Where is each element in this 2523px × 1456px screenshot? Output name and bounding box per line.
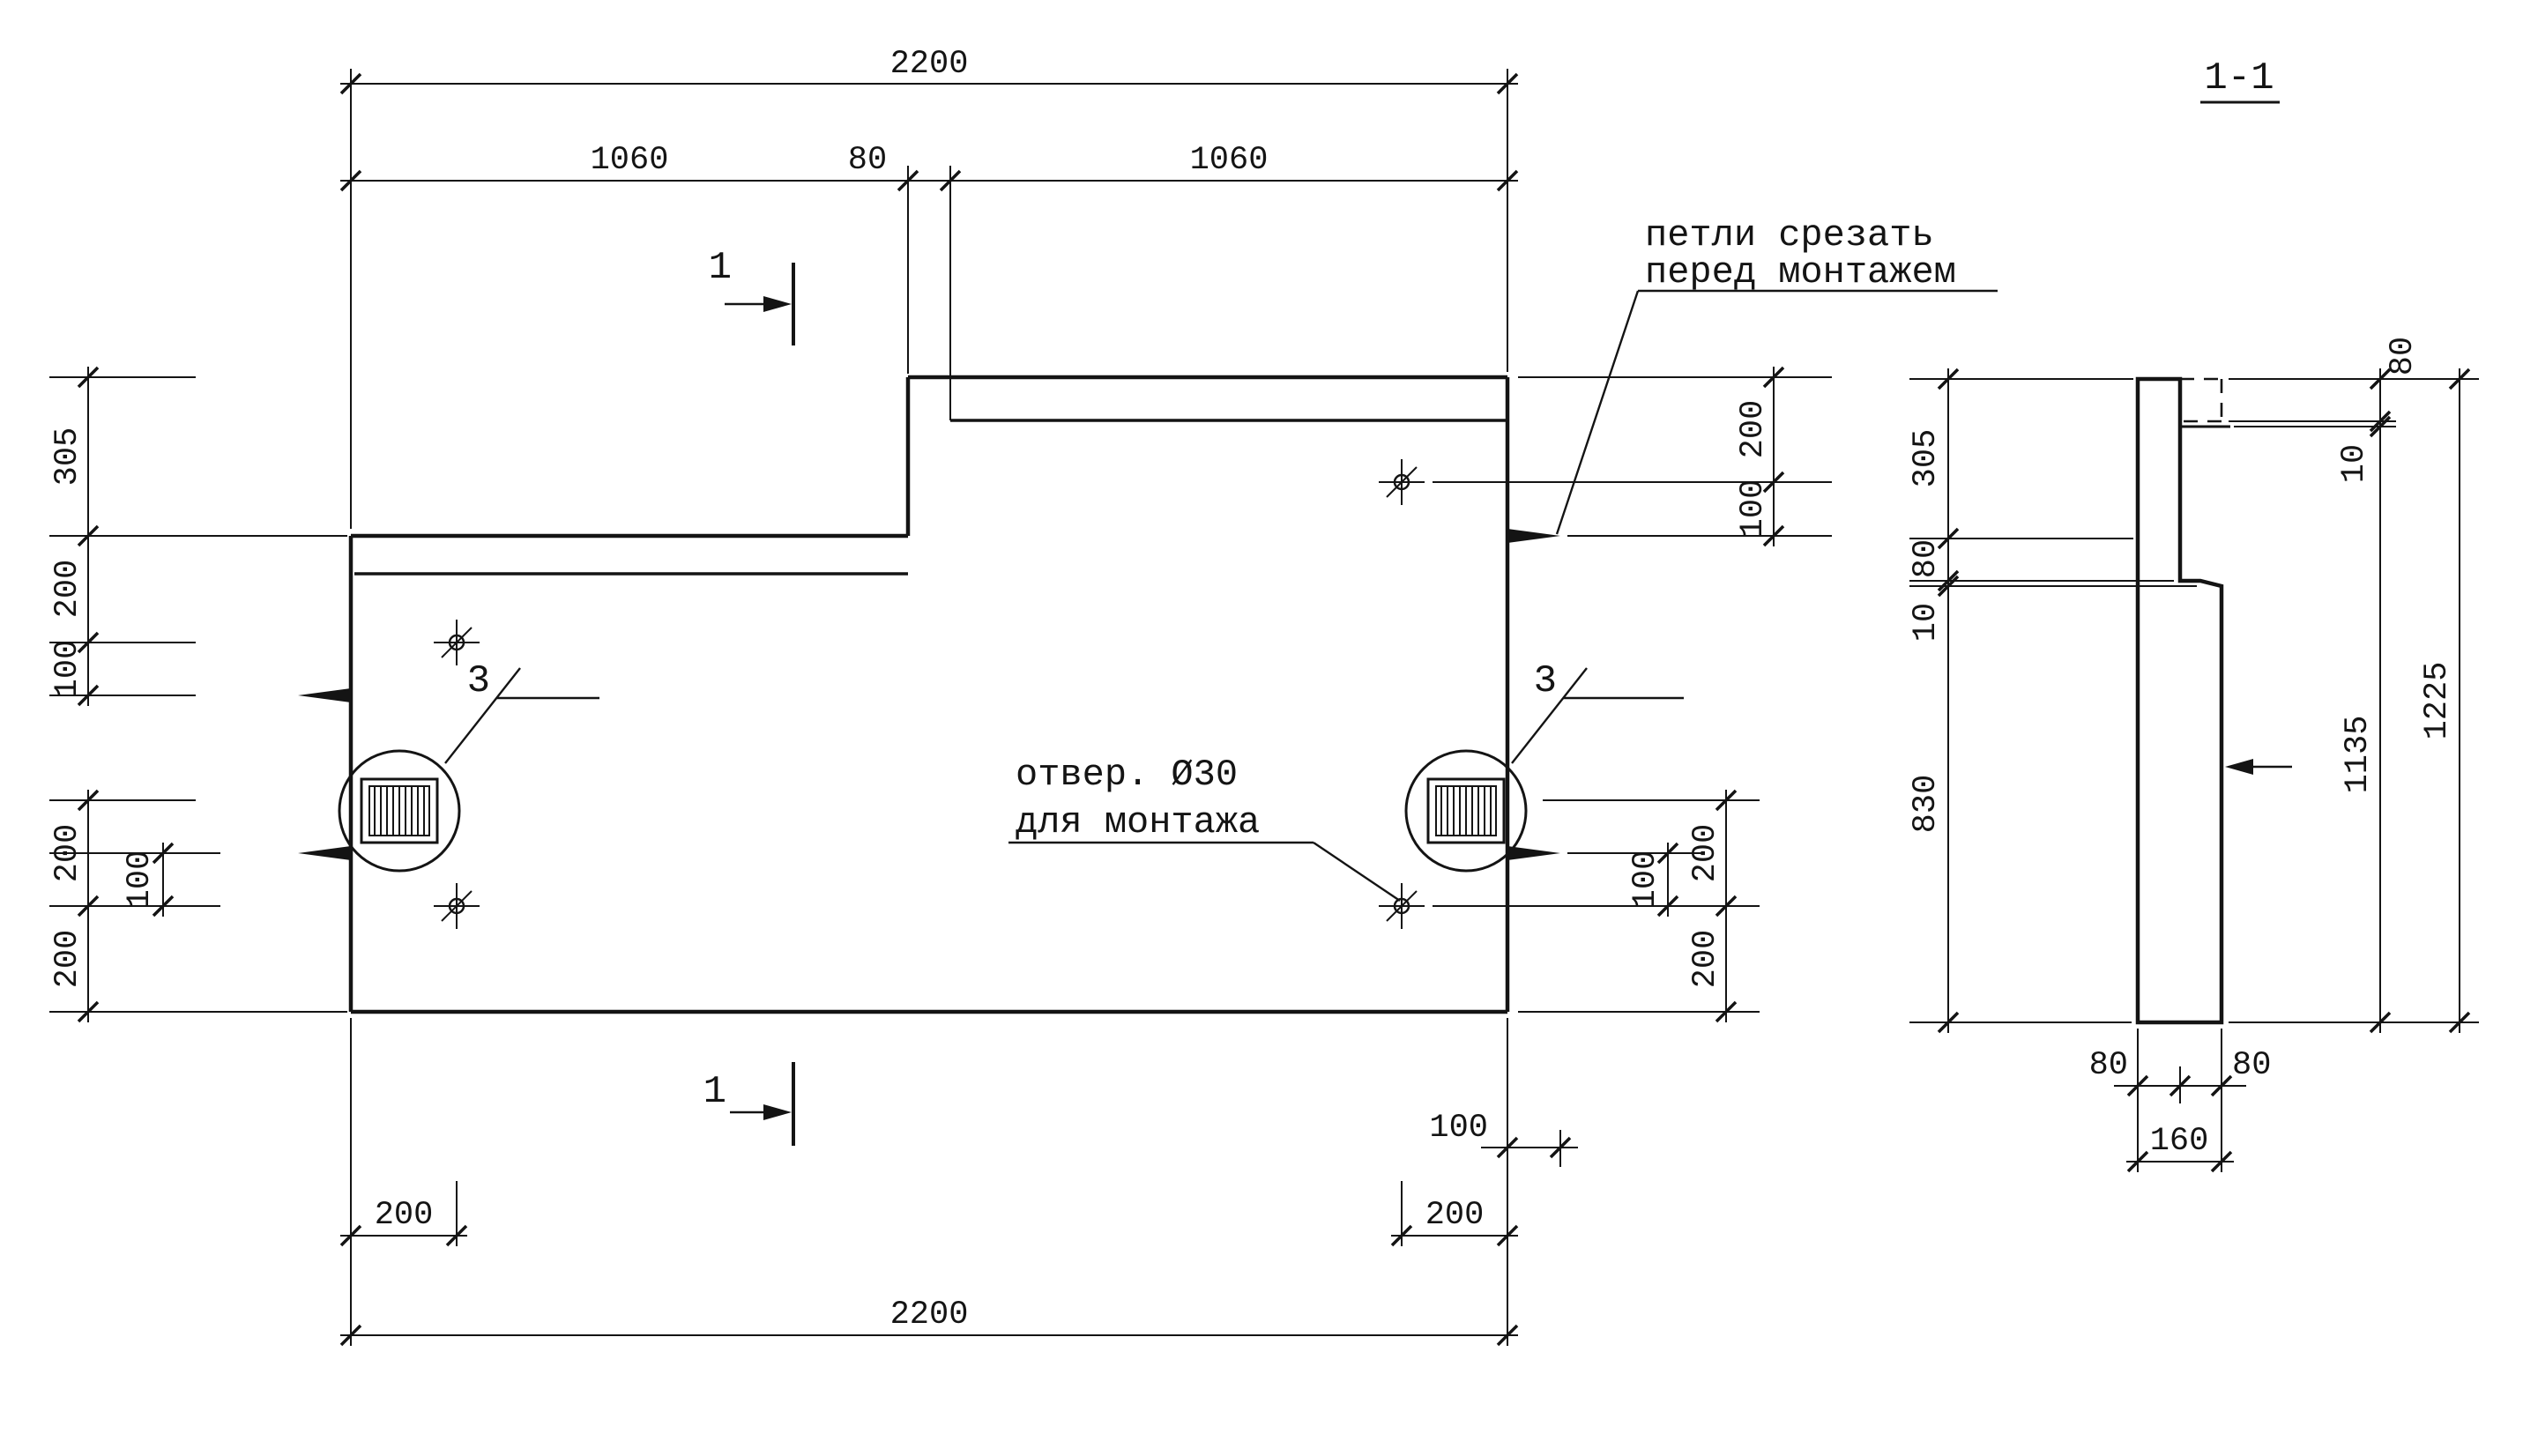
hole-center-icon bbox=[432, 881, 481, 931]
dim-text: 80 bbox=[848, 142, 887, 179]
dim-text: 2200 bbox=[890, 46, 969, 83]
lifting-loop-icon bbox=[1507, 528, 1561, 544]
dim-text: 100 bbox=[1627, 851, 1664, 910]
lifting-loop-icon bbox=[1507, 845, 1561, 861]
drawing-root: 3 3 1 1 bbox=[49, 46, 2479, 1347]
dims-section-bottom: 80 80 160 bbox=[2089, 1029, 2271, 1173]
dim-text: 80 bbox=[1908, 539, 1945, 578]
lifting-loop-icon bbox=[297, 845, 352, 861]
dim-text: 200 bbox=[1687, 930, 1724, 989]
dim-text: 160 bbox=[2150, 1123, 2209, 1160]
callout-loops: петли срезать перед монтажем bbox=[1555, 214, 1998, 535]
dims-section-right: 80 10 1135 1225 bbox=[2229, 337, 2479, 1034]
dim-text: 80 bbox=[2232, 1047, 2271, 1084]
dim-text: 305 bbox=[49, 427, 86, 487]
section-marker-bottom: 1 bbox=[703, 1062, 795, 1146]
hole-center-icon bbox=[1377, 457, 1426, 507]
dim-text: 1225 bbox=[2419, 662, 2456, 740]
dim-text: 100 bbox=[1735, 479, 1772, 539]
section-outline bbox=[2135, 376, 2224, 1025]
dim-text: 200 bbox=[1735, 400, 1772, 459]
plan-view: 3 3 1 1 bbox=[49, 46, 1998, 1347]
dim-text: 200 bbox=[49, 560, 86, 619]
section-marker-top: 1 bbox=[709, 246, 795, 345]
section-marker-label: 1 bbox=[703, 1070, 726, 1114]
dims-section-left: 305 80 10 830 bbox=[1908, 368, 2197, 1034]
section-face-arrow bbox=[2225, 759, 2292, 775]
detail-ref-label: 3 bbox=[467, 659, 490, 703]
dim-text: 100 bbox=[1429, 1110, 1488, 1147]
dim-text: 100 bbox=[49, 640, 86, 699]
dim-text: 200 bbox=[49, 824, 86, 883]
section-view: 1-1 305 bbox=[1908, 56, 2479, 1173]
dim-text: 830 bbox=[1908, 775, 1945, 834]
dim-text: 2200 bbox=[890, 1296, 969, 1333]
dim-text: 200 bbox=[1425, 1197, 1485, 1234]
dim-text: 100 bbox=[122, 851, 159, 910]
anchor-detail-left: 3 bbox=[338, 659, 599, 873]
callout-loops-line2: перед монтажем bbox=[1645, 251, 1956, 293]
callout-loops-line1: петли срезать bbox=[1645, 214, 1934, 256]
dim-text: 80 bbox=[2385, 337, 2422, 375]
dim-text: 1060 bbox=[1190, 142, 1269, 179]
dim-text: 200 bbox=[1687, 824, 1724, 883]
section-title-label: 1-1 bbox=[2204, 56, 2274, 100]
dims-plan-top: 2200 1060 80 1060 bbox=[339, 46, 1519, 529]
anchor-plate-icon bbox=[338, 749, 461, 873]
panel-outline bbox=[348, 375, 1510, 1014]
panel-rebate-edges bbox=[354, 379, 1507, 576]
section-arrow-icon bbox=[763, 1104, 792, 1120]
dims-plan-left-lower: 200 200 100 bbox=[49, 789, 347, 1023]
section-marker-label: 1 bbox=[709, 246, 732, 290]
dim-text: 80 bbox=[2089, 1047, 2128, 1084]
arrow-icon bbox=[2225, 759, 2253, 775]
lifting-loop-icon bbox=[297, 687, 352, 703]
dims-plan-right-upper: 200 100 bbox=[1433, 366, 1832, 547]
dim-text: 305 bbox=[1908, 429, 1945, 488]
section-title: 1-1 bbox=[2200, 56, 2280, 104]
anchor-detail-right: 3 bbox=[1404, 659, 1684, 873]
section-arrow-icon bbox=[763, 296, 792, 312]
dims-plan-bottom: 200 200 100 2200 bbox=[339, 1018, 1578, 1347]
callout-hole: отвер. Ø30 для монтажа bbox=[1008, 754, 1401, 902]
dim-text: 1135 bbox=[2340, 716, 2377, 794]
callout-hole-line2: для монтажа bbox=[1016, 801, 1260, 843]
callout-hole-line1: отвер. Ø30 bbox=[1016, 754, 1238, 796]
dim-text: 200 bbox=[49, 930, 86, 989]
mounting-holes bbox=[432, 457, 1426, 931]
dim-text: 10 bbox=[2336, 444, 2373, 483]
dim-text: 1060 bbox=[591, 142, 669, 179]
dims-plan-left-upper: 305 200 100 bbox=[49, 366, 347, 707]
dim-text: 200 bbox=[375, 1197, 434, 1234]
detail-ref-label: 3 bbox=[1534, 659, 1557, 703]
section-cut-loop-dashed bbox=[2180, 377, 2223, 423]
dim-text: 10 bbox=[1908, 603, 1945, 642]
dims-plan-right-lower: 200 200 100 bbox=[1433, 789, 1760, 1023]
